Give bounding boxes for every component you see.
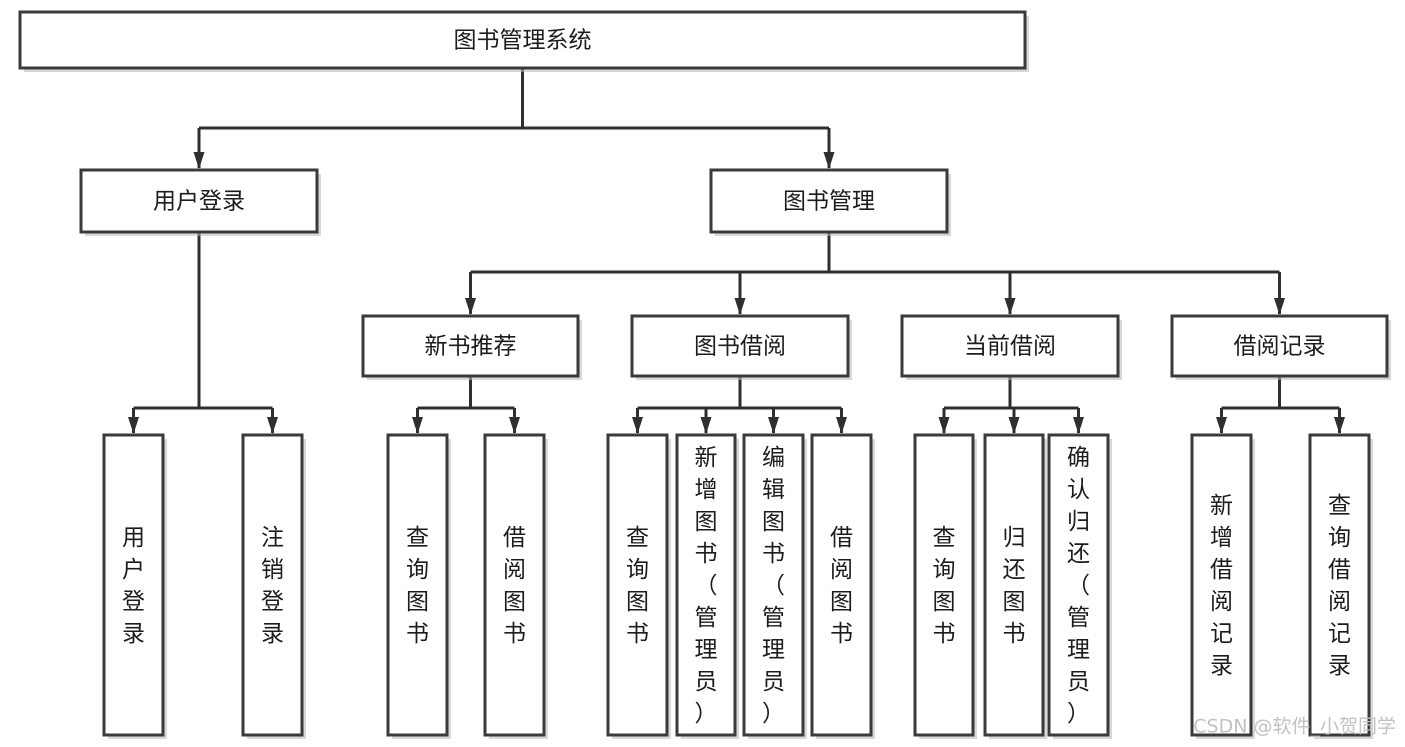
- node-leaf-9[interactable]: [983, 433, 1047, 739]
- node-leaf-4[interactable]: [606, 433, 671, 739]
- arrow-head-icon: [938, 417, 950, 434]
- node-label-root: 图书管理系统: [454, 28, 592, 54]
- arrow-head-icon: [1274, 298, 1285, 315]
- node-rect: [483, 433, 546, 737]
- node-rect: [606, 433, 669, 737]
- node-rect: [79, 168, 319, 234]
- arrow-head-icon: [836, 417, 847, 434]
- leaf-label-9: 归还图书: [1003, 525, 1026, 647]
- node-level2-2[interactable]: [900, 314, 1122, 380]
- edges-bookmgmt-to-level2: [465, 232, 1285, 315]
- edges-borrow-to-leaves: [632, 376, 847, 434]
- watermark-label: CSDN @软件_小贺同学: [1193, 716, 1396, 738]
- node-rect: [1190, 433, 1253, 737]
- node-leaf-5[interactable]: [675, 433, 739, 739]
- leaf-label-5: 新增图书（管理员）: [695, 445, 718, 727]
- arrow-head-icon: [128, 417, 139, 434]
- node-rect: [630, 314, 850, 378]
- arrow-head-icon: [509, 417, 520, 434]
- node-rect: [742, 433, 805, 737]
- node-rect: [675, 433, 737, 737]
- node-rect: [900, 314, 1120, 378]
- node-rect: [810, 433, 873, 737]
- node-rect: [102, 433, 165, 737]
- node-leaf-1[interactable]: [241, 433, 306, 739]
- node-rect: [1308, 433, 1371, 737]
- arrow-head-icon: [1008, 417, 1020, 434]
- node-label-level2-3: 借阅记录: [1234, 334, 1326, 360]
- node-rect: [361, 314, 580, 378]
- leaf-label-10: 确认归还（管理员）: [1067, 445, 1090, 727]
- node-rect: [983, 433, 1045, 737]
- node-leaf-10[interactable]: [1047, 433, 1112, 739]
- leaf-label-1: 注销登录: [261, 525, 284, 647]
- arrow-head-icon: [1334, 417, 1345, 434]
- edges-userlogin-to-leaves: [128, 232, 278, 434]
- node-rect: [386, 433, 449, 737]
- edges-current-to-leaves: [938, 376, 1084, 434]
- node-leaf-11[interactable]: [1190, 433, 1255, 739]
- node-label-level1-1: 图书管理: [783, 189, 875, 215]
- node-level1-1[interactable]: [709, 168, 951, 236]
- node-leaf-2[interactable]: [386, 433, 451, 739]
- arrow-head-icon: [700, 417, 712, 434]
- node-level2-0[interactable]: [361, 314, 582, 380]
- node-leaf-0[interactable]: [102, 433, 167, 739]
- node-rect: [241, 433, 304, 737]
- arrow-head-icon: [768, 417, 779, 434]
- connector-layer: [128, 68, 1345, 434]
- node-label-level2-2: 当前借阅: [964, 334, 1056, 360]
- leaf-label-12: 查询借阅记录: [1328, 493, 1351, 679]
- node-label-level1-0: 用户登录: [153, 189, 245, 215]
- arrow-head-icon: [1004, 298, 1016, 315]
- arrow-head-icon: [632, 417, 643, 434]
- arrow-head-icon: [465, 298, 476, 315]
- leaf-label-2: 查询图书: [406, 525, 429, 647]
- leaf-label-11: 新增借阅记录: [1210, 493, 1233, 679]
- node-leaf-7[interactable]: [810, 433, 875, 739]
- edges-newbook-to-leaves: [412, 376, 520, 434]
- node-leaf-12[interactable]: [1308, 433, 1373, 739]
- node-layer: 图书管理系统用户登录图书管理新书推荐图书借阅当前借阅借阅记录用户登录注销登录查询…: [18, 10, 1391, 739]
- arrow-head-icon: [1073, 417, 1084, 434]
- node-leaf-6[interactable]: [742, 433, 807, 739]
- arrow-head-icon: [734, 298, 746, 315]
- edges-record-to-leaves: [1216, 376, 1345, 434]
- arrow-head-icon: [412, 417, 423, 434]
- arrow-head-icon: [1216, 417, 1227, 434]
- leaf-label-3: 借阅图书: [503, 525, 526, 647]
- arrow-head-icon: [267, 417, 278, 434]
- node-leaf-3[interactable]: [483, 433, 548, 739]
- node-label-level2-1: 图书借阅: [694, 334, 786, 360]
- node-level2-1[interactable]: [630, 314, 852, 380]
- arrow-head-icon: [823, 152, 835, 169]
- node-rect: [1047, 433, 1110, 737]
- edges-root-to-level1: [193, 68, 835, 169]
- leaf-label-6: 编辑图书（管理员）: [762, 445, 785, 727]
- leaf-label-4: 查询图书: [626, 525, 649, 647]
- node-rect: [709, 168, 949, 234]
- node-level2-3[interactable]: [1170, 314, 1391, 380]
- node-leaf-8[interactable]: [913, 433, 977, 739]
- node-level1-0[interactable]: [79, 168, 321, 236]
- node-rect: [913, 433, 975, 737]
- leaf-label-8: 查询图书: [933, 525, 956, 647]
- node-rect: [1170, 314, 1389, 378]
- node-root[interactable]: [18, 10, 1029, 72]
- leaf-label-0: 用户登录: [122, 525, 145, 647]
- leaf-label-7: 借阅图书: [830, 525, 853, 647]
- node-rect: [18, 10, 1027, 70]
- arrow-head-icon: [193, 152, 205, 169]
- node-label-level2-0: 新书推荐: [425, 334, 517, 360]
